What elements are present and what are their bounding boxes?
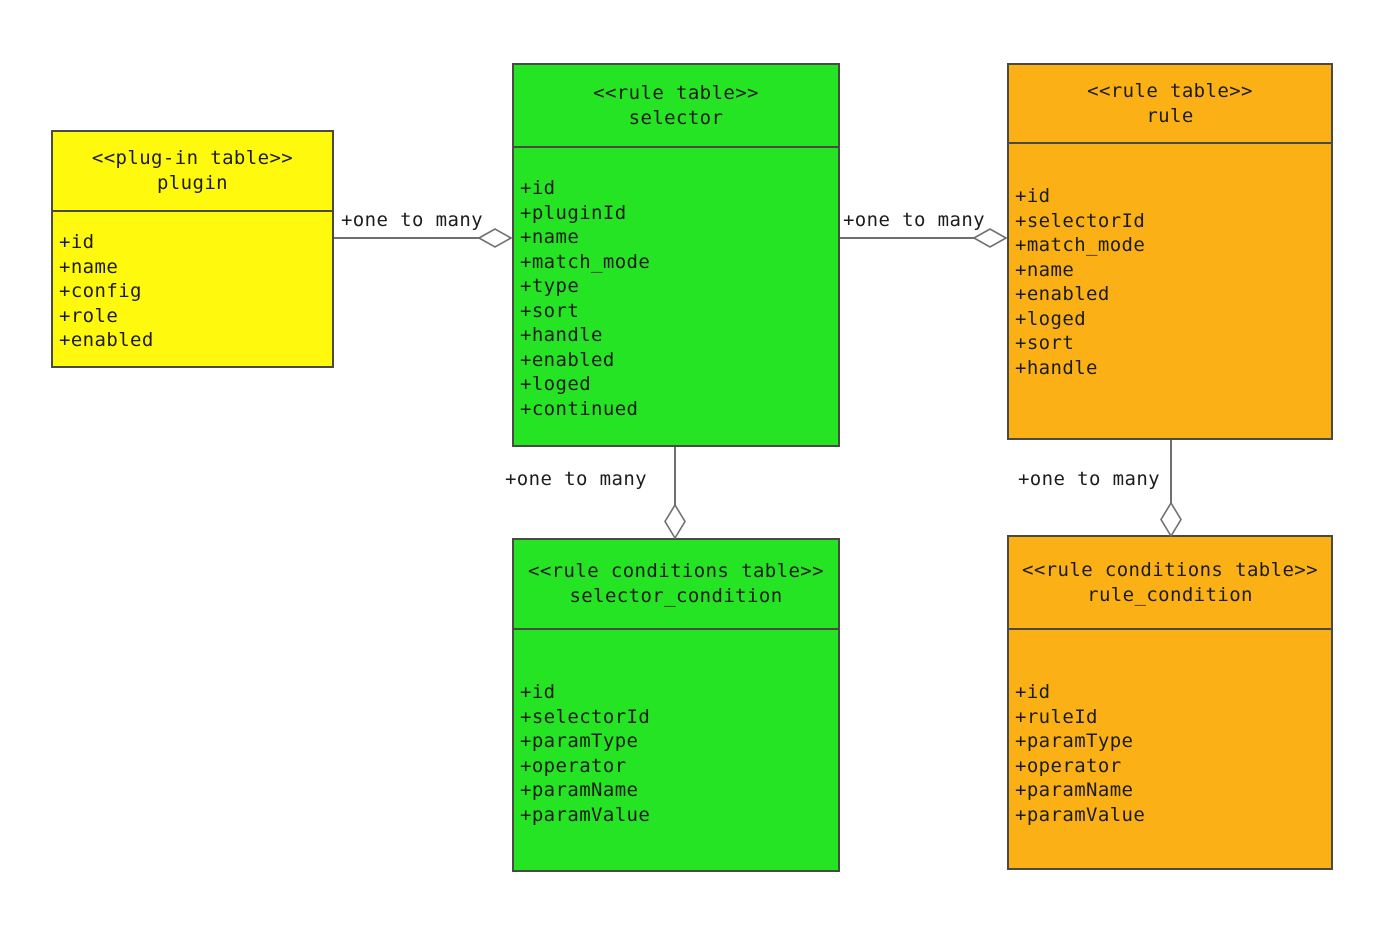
entity-rule-stereotype: <<rule table>> xyxy=(1087,79,1253,102)
entity-selector[interactable]: <<rule table>> selector +id+pluginId+nam… xyxy=(512,63,840,447)
entity-selector-condition[interactable]: <<rule conditions table>> selector_condi… xyxy=(512,538,840,872)
field-row: +paramType xyxy=(1015,730,1134,752)
field-row: +config xyxy=(59,280,142,302)
connector-selector-rule[interactable] xyxy=(840,237,977,239)
field-row: +paramValue xyxy=(1015,803,1146,826)
entity-plugin-stereotype: <<plug-in table>> xyxy=(91,147,294,169)
field-row: +sort xyxy=(520,299,580,322)
entity-plugin-header: <<plug-in table>> plugin xyxy=(53,132,332,212)
field-row: +name xyxy=(520,226,580,248)
field-row: +enabled xyxy=(520,348,615,371)
field-row: +id xyxy=(1015,185,1051,207)
connector-plugin-selector[interactable] xyxy=(334,237,482,239)
entity-selector-stereotype: <<rule table>> xyxy=(593,81,759,104)
field-row: +continued xyxy=(520,397,639,420)
field-row: +role xyxy=(59,304,119,327)
entity-selector-condition-name: selector_condition xyxy=(569,585,783,607)
entity-rule-fields: +id+selectorId+match_mode+name+enabled+l… xyxy=(1009,144,1331,380)
aggregation-diamond-icon xyxy=(973,228,1007,248)
entity-plugin-name: plugin xyxy=(156,172,229,194)
field-row: +loged xyxy=(520,373,592,395)
field-row: +operator xyxy=(1015,754,1122,777)
entity-selector-name: selector xyxy=(628,106,724,129)
entity-selector-header: <<rule table>> selector xyxy=(514,65,838,148)
field-row: +selectorId xyxy=(1015,209,1146,232)
relation-label: +one to many xyxy=(340,209,484,231)
entity-selector-fields: +id+pluginId+name+match_mode+type+sort+h… xyxy=(514,148,838,421)
field-row: +operator xyxy=(520,754,627,777)
field-row: +id xyxy=(59,231,95,253)
aggregation-diamond-icon xyxy=(478,228,512,248)
field-row: +type xyxy=(520,275,580,297)
field-row: +match_mode xyxy=(520,250,651,273)
entity-rule-condition[interactable]: <<rule conditions table>> rule_condition… xyxy=(1007,535,1333,870)
field-row: +handle xyxy=(520,324,603,346)
field-row: +id xyxy=(520,681,556,703)
field-row: +handle xyxy=(1015,356,1098,379)
entity-rule-header: <<rule table>> rule xyxy=(1009,65,1331,144)
field-row: +match_mode xyxy=(1015,234,1146,256)
field-row: +selectorId xyxy=(520,705,651,728)
field-row: +enabled xyxy=(1015,283,1110,305)
field-row: +sort xyxy=(1015,332,1075,354)
entity-rule-condition-name: rule_condition xyxy=(1087,583,1253,606)
field-row: +loged xyxy=(1015,307,1087,330)
field-row: +enabled xyxy=(59,329,154,351)
connector-selector-selector-condition[interactable] xyxy=(674,447,676,507)
entity-selector-condition-fields: +id+selectorId+paramType+operator+paramN… xyxy=(514,630,838,827)
entity-rule-condition-stereotype: <<rule conditions table>> xyxy=(1022,558,1318,581)
aggregation-diamond-icon xyxy=(1160,502,1182,537)
aggregation-diamond-icon xyxy=(664,504,686,539)
field-row: +paramType xyxy=(520,730,639,752)
field-row: +paramName xyxy=(520,779,639,801)
entity-rule-name: rule xyxy=(1146,104,1194,127)
entity-selector-condition-header: <<rule conditions table>> selector_condi… xyxy=(514,540,838,630)
field-row: +pluginId xyxy=(520,201,627,224)
field-row: +id xyxy=(1015,681,1051,703)
field-row: +paramValue xyxy=(520,803,651,826)
relation-label: +one to many xyxy=(504,468,648,490)
entity-plugin-fields: +id+name+config+role+enabled xyxy=(53,212,332,353)
entity-rule-condition-fields: +id+ruleId+paramType+operator+paramName+… xyxy=(1009,630,1331,827)
field-row: +id xyxy=(520,177,556,199)
entity-rule[interactable]: <<rule table>> rule +id+selectorId+match… xyxy=(1007,63,1333,440)
field-row: +paramName xyxy=(1015,779,1134,801)
field-row: +ruleId xyxy=(1015,705,1098,728)
entity-plugin[interactable]: <<plug-in table>> plugin +id+name+config… xyxy=(51,130,334,368)
entity-rule-condition-header: <<rule conditions table>> rule_condition xyxy=(1009,537,1331,630)
field-row: +name xyxy=(1015,258,1075,281)
field-row: +name xyxy=(59,255,119,278)
relation-label: +one to many xyxy=(1017,468,1161,490)
connector-rule-rule-condition[interactable] xyxy=(1170,440,1172,506)
entity-selector-condition-stereotype: <<rule conditions table>> xyxy=(528,560,824,582)
relation-label: +one to many xyxy=(842,209,986,231)
